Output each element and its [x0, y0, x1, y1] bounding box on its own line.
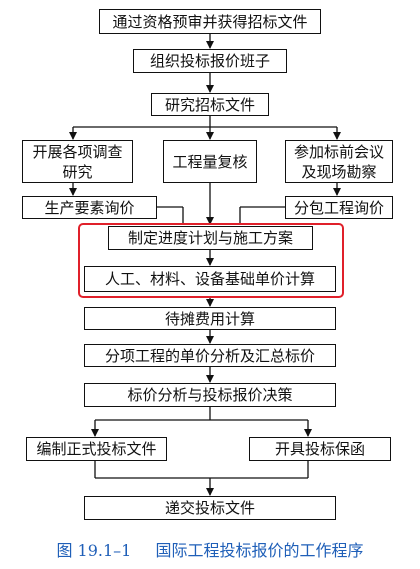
node-formal-bid: 编制正式投标文件	[26, 437, 167, 461]
caption-number: 图 19.1–1	[56, 541, 132, 560]
node-subcontract-inquiry: 分包工程询价	[285, 196, 393, 219]
highlight-frame	[78, 223, 344, 298]
node-prebid-meeting: 参加标前会议 及现场勘察	[285, 140, 393, 183]
node-submit-bid: 递交投标文件	[84, 496, 336, 520]
node-prequalification: 通过资格预审并获得招标文件	[99, 9, 321, 34]
node-bid-decision: 标价分析与投标报价决策	[84, 383, 336, 407]
node-schedule-plan: 制定进度计划与施工方案	[108, 226, 313, 250]
node-unit-price: 人工、材料、设备基础单价计算	[84, 266, 336, 292]
node-bid-guarantee: 开具投标保函	[249, 437, 391, 461]
node-overhead-cost: 待摊费用计算	[84, 307, 336, 330]
caption-title: 国际工程投标报价的工作程序	[155, 541, 364, 560]
node-quantity-check: 工程量复核	[163, 140, 257, 183]
node-unit-analysis: 分项工程的单价分析及汇总标价	[84, 344, 336, 367]
figure-caption: 图 19.1–1 国际工程投标报价的工作程序	[0, 537, 420, 561]
node-study-documents: 研究招标文件	[151, 93, 269, 116]
node-bid-team: 组织投标报价班子	[133, 49, 287, 73]
node-factor-inquiry: 生产要素询价	[22, 196, 157, 219]
node-investigation: 开展各项调查 研究	[22, 140, 133, 183]
